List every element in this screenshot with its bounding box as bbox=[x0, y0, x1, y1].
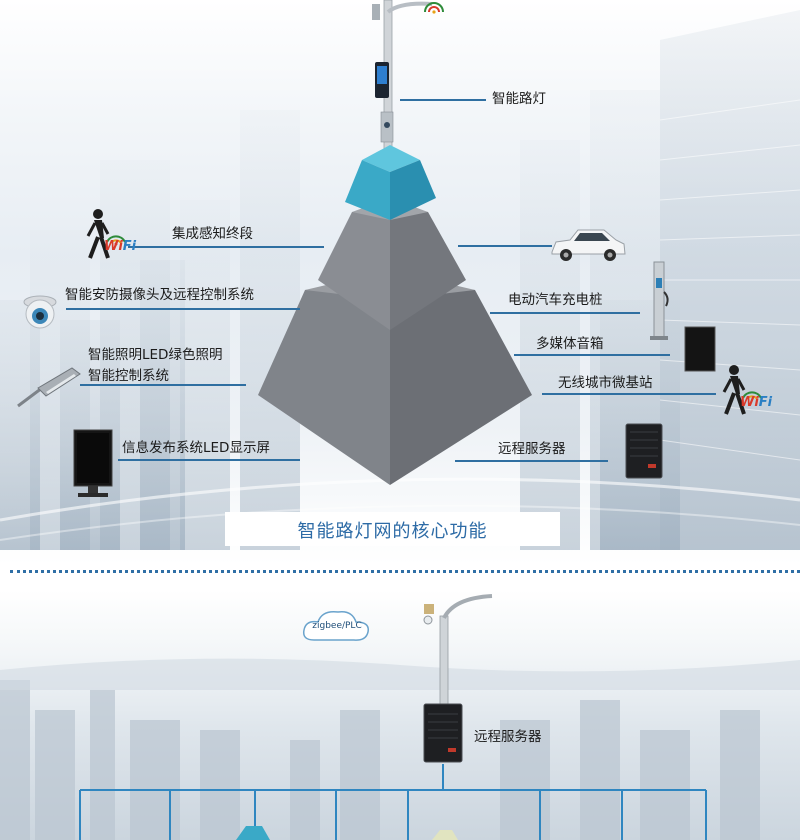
node-top-hint bbox=[236, 826, 270, 840]
security-camera-icon bbox=[23, 295, 57, 329]
label-led-display: 信息发布系统LED显示屏 bbox=[122, 440, 270, 456]
wifi-logo-text: WiFi bbox=[104, 239, 137, 254]
ev-charger-icon bbox=[650, 261, 669, 340]
network-connections bbox=[79, 764, 707, 840]
network-section: zigbee/PLC 远程服务器 bbox=[0, 590, 800, 840]
speaker-icon bbox=[684, 326, 716, 372]
label-security-camera: 智能安防摄像头及远程控制系统 bbox=[65, 287, 254, 303]
pyramid-top-tier-top bbox=[362, 145, 420, 172]
walking-person-icon bbox=[86, 209, 110, 259]
pyramid-middle-tier-left bbox=[318, 210, 390, 330]
pyramid-bottom-tier-right bbox=[390, 282, 532, 485]
cloud-label: zigbee/PLC bbox=[312, 621, 362, 631]
label-remote-server: 远程服务器 bbox=[498, 441, 566, 457]
wifi-logo-icon-right bbox=[742, 391, 762, 400]
connector-multimedia bbox=[514, 354, 670, 356]
label-control-system: 智能控制系统 bbox=[88, 368, 169, 384]
pyramid-top-tier-right bbox=[390, 160, 436, 220]
car-icon bbox=[551, 229, 626, 261]
connector-ev-charging bbox=[490, 312, 640, 314]
network-streetlight bbox=[423, 594, 493, 710]
led-display-icon bbox=[73, 429, 113, 497]
wifi-logo-text-right: WiFi bbox=[740, 395, 773, 410]
label-micro-base-station: 无线城市微基站 bbox=[558, 375, 653, 391]
network-server-icon bbox=[423, 703, 463, 763]
pyramid-bottom-tier-left bbox=[258, 282, 390, 485]
pyramid-top-tier-left bbox=[345, 160, 390, 220]
title-backdrop bbox=[225, 512, 560, 546]
section-divider bbox=[10, 570, 800, 573]
core-functions-section: 智能路灯 集成感知终段 电动汽车充电桩 智能安防摄像头及远程控制系统 多媒体音箱… bbox=[0, 0, 800, 565]
label-ev-charging: 电动汽车充电桩 bbox=[508, 292, 603, 308]
label-multimedia-speaker: 多媒体音箱 bbox=[536, 336, 604, 352]
label-led-lighting: 智能照明LED绿色照明 bbox=[88, 347, 223, 363]
wifi-logo-icon bbox=[106, 235, 126, 246]
city-background bbox=[0, 10, 800, 550]
pyramid-diagram bbox=[258, 145, 532, 485]
connector-server bbox=[455, 460, 608, 462]
connector-streetlight bbox=[400, 99, 486, 101]
connector-info-screen bbox=[118, 459, 300, 461]
connector-camera bbox=[66, 308, 300, 310]
connector-terminal bbox=[128, 246, 324, 248]
connector-lighting bbox=[80, 384, 246, 386]
connector-wireless bbox=[542, 393, 716, 395]
connector-car bbox=[458, 245, 552, 247]
server-icon bbox=[625, 423, 663, 479]
city-skyline-background bbox=[0, 658, 800, 840]
walking-person-icon-right bbox=[722, 365, 746, 415]
zigbee-cloud-icon bbox=[302, 610, 369, 641]
led-lamp-icon bbox=[17, 367, 81, 408]
label-integrated-terminal: 集成感知终段 bbox=[172, 226, 253, 242]
label-streetlight: 智能路灯 bbox=[492, 91, 546, 107]
node-top-hint-2 bbox=[432, 830, 458, 840]
network-server-label: 远程服务器 bbox=[474, 729, 542, 745]
diagram-title: 智能路灯网的核心功能 bbox=[297, 521, 488, 542]
pyramid-middle-tier-right bbox=[390, 210, 466, 330]
smart-streetlight bbox=[372, 0, 433, 160]
wifi-signal-icon bbox=[424, 2, 444, 14]
